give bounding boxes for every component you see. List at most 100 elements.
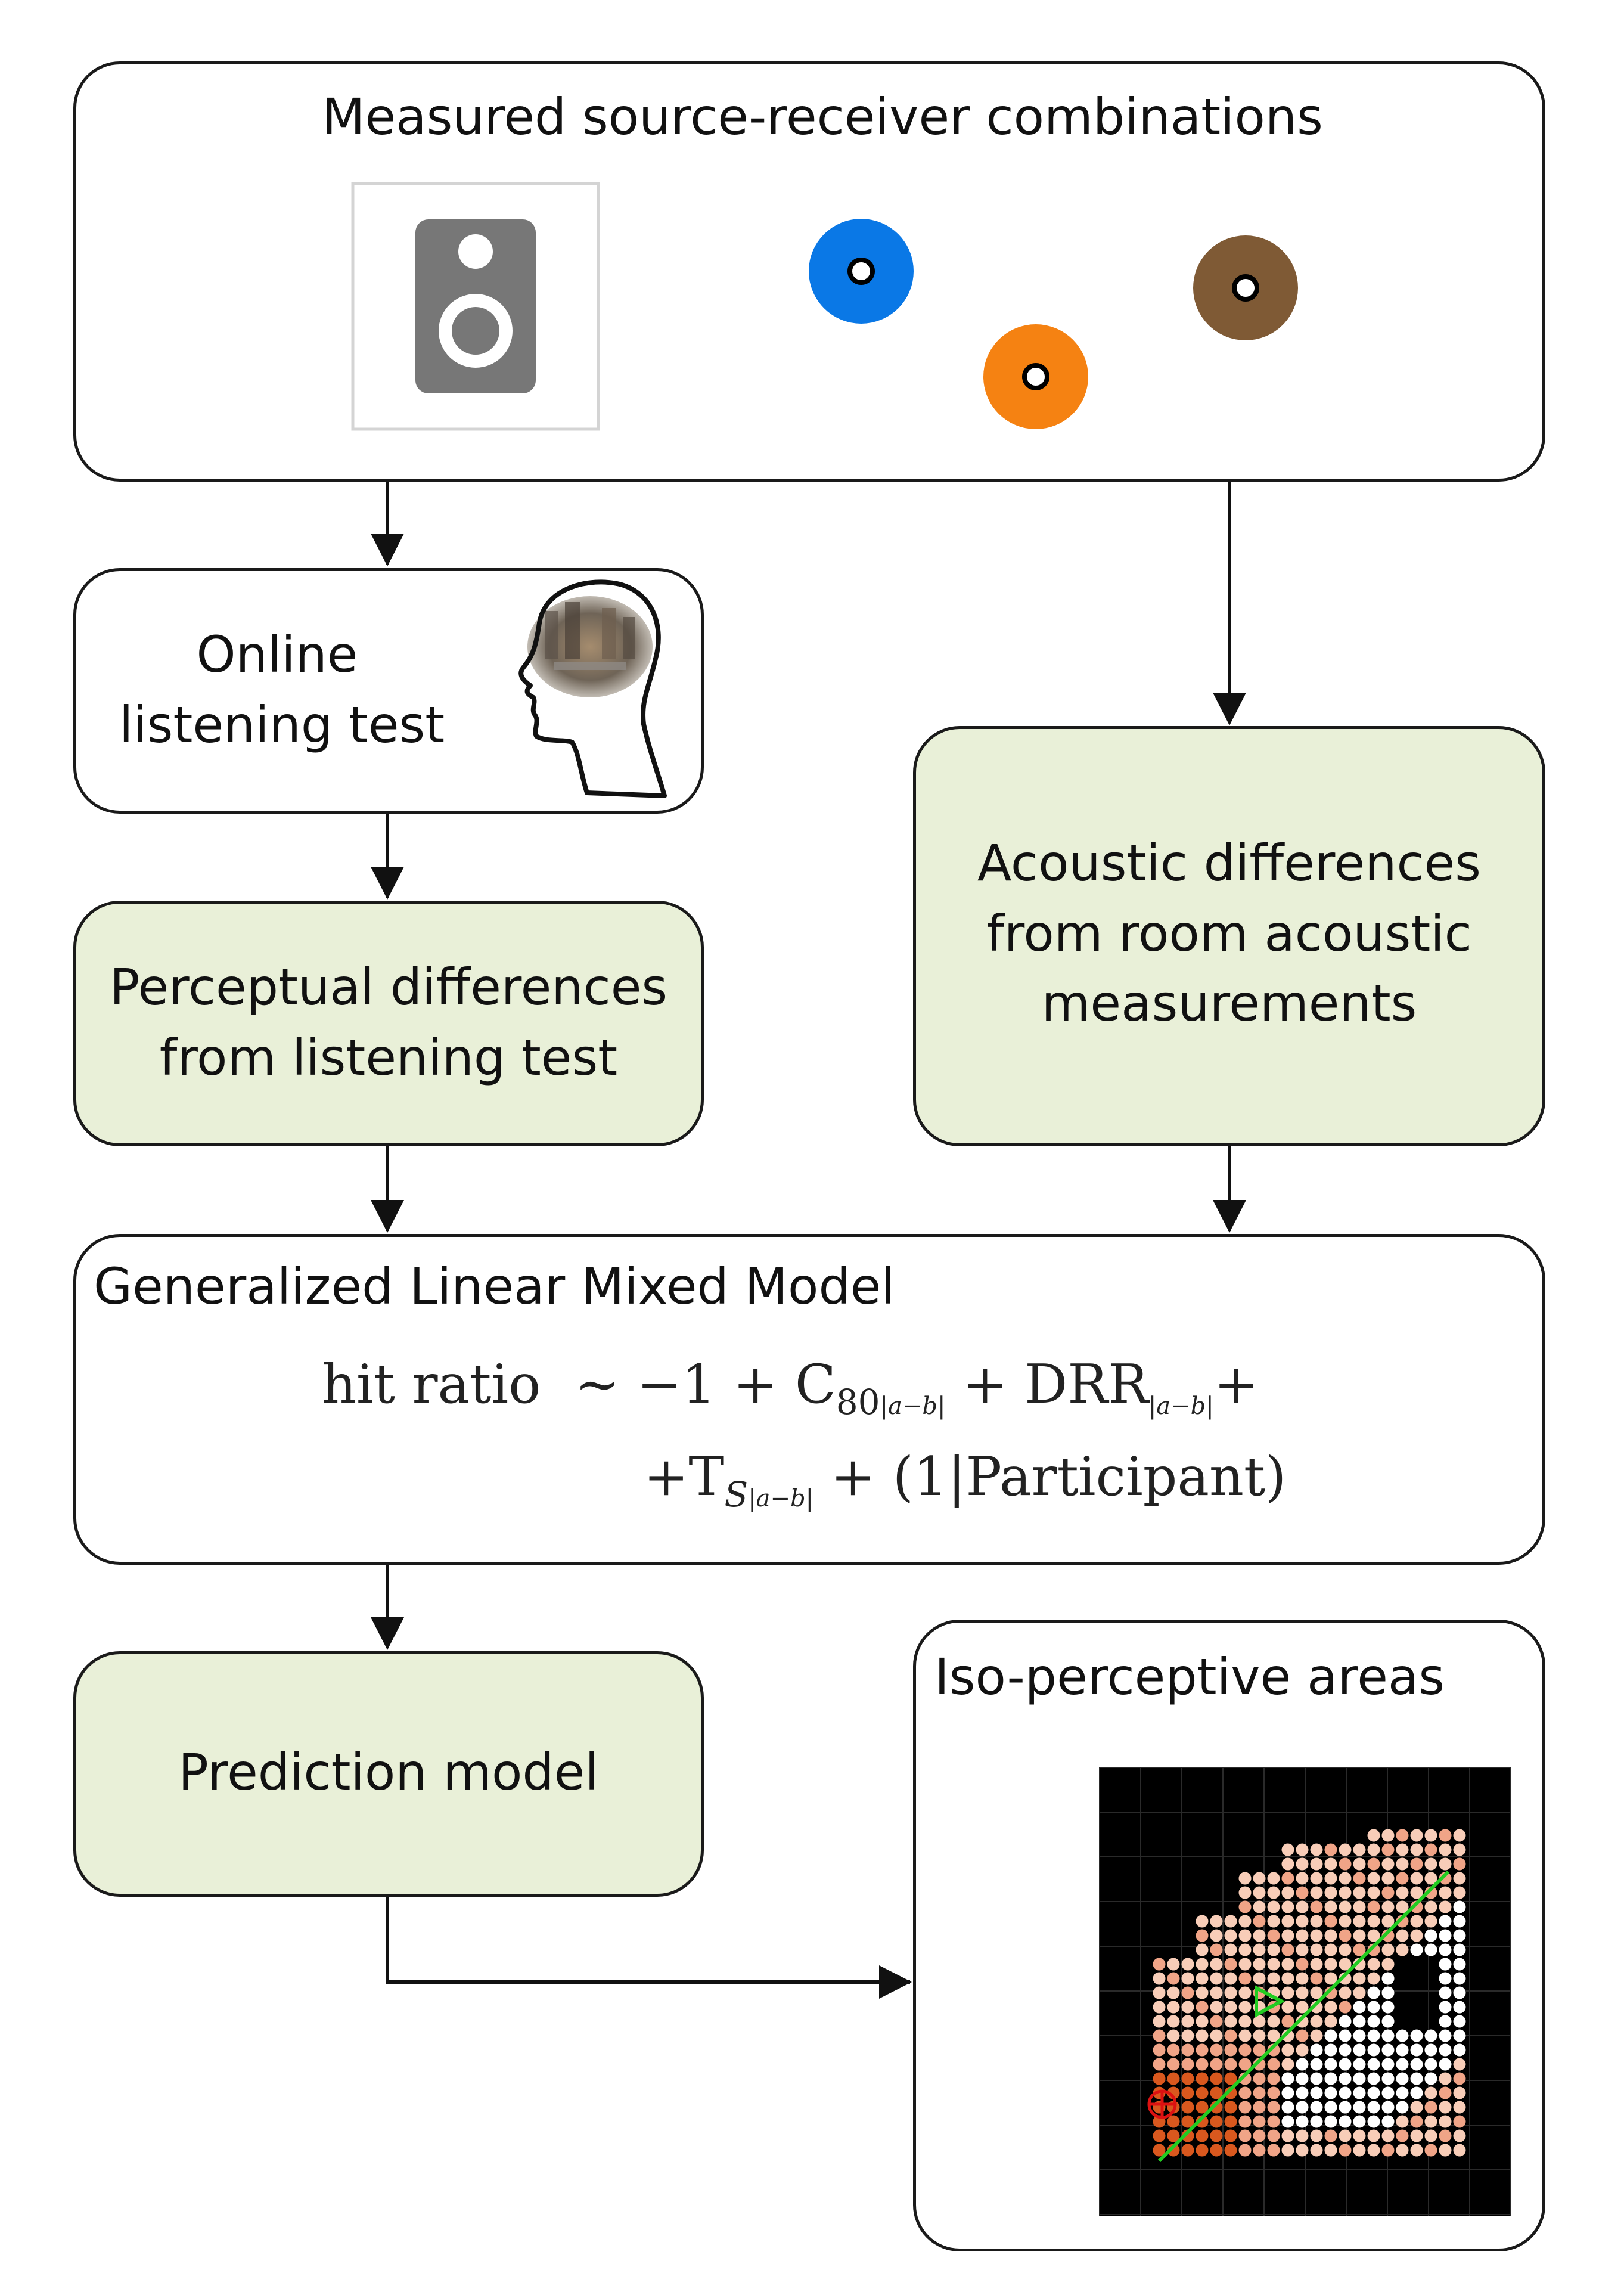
map-dot	[1310, 2043, 1323, 2057]
map-dot	[1381, 1829, 1395, 1842]
map-dot	[1439, 1915, 1452, 1928]
map-dot	[1253, 2043, 1266, 2057]
map-dot	[1424, 1943, 1437, 1956]
formula-plus3: +T	[644, 1446, 725, 1508]
map-dot	[1339, 1972, 1352, 1985]
map-dot	[1381, 2015, 1395, 2028]
map-dot	[1453, 1829, 1466, 1842]
formula-drr-sub: |a−b|	[1148, 1392, 1214, 1420]
map-dot	[1153, 2058, 1166, 2071]
map-dot	[1296, 2144, 1309, 2157]
map-dot	[1224, 2072, 1237, 2085]
map-dot	[1267, 2029, 1280, 2042]
map-dot	[1296, 1958, 1309, 1971]
map-dot	[1296, 2043, 1309, 2057]
map-dot	[1424, 2072, 1437, 2085]
online-title: Online listening test	[119, 620, 445, 760]
map-dot	[1281, 2043, 1294, 2057]
map-dot	[1310, 1872, 1323, 1885]
map-dot	[1353, 1943, 1366, 1956]
map-dot	[1424, 1915, 1437, 1928]
map-dot	[1224, 2001, 1237, 2014]
formula-plus2: +	[1213, 1353, 1259, 1416]
map-dot	[1367, 1958, 1380, 1971]
map-dot	[1453, 1986, 1466, 1999]
map-dot	[1181, 2072, 1194, 2085]
map-dot	[1324, 1972, 1337, 1985]
map-dot	[1310, 2086, 1323, 2099]
online-line1: Online	[196, 625, 358, 684]
map-dot	[1339, 1900, 1352, 1913]
map-dot	[1167, 2058, 1180, 2071]
map-dot	[1339, 2043, 1352, 2057]
map-dot	[1339, 1886, 1352, 1899]
map-dot	[1224, 2058, 1237, 2071]
map-dot	[1410, 2043, 1423, 2057]
map-dot	[1367, 1872, 1380, 1885]
map-dot	[1281, 1929, 1294, 1942]
map-dot	[1439, 2144, 1452, 2157]
map-dot	[1238, 2101, 1252, 2114]
map-dot	[1453, 2144, 1466, 2157]
map-dot	[1439, 2029, 1452, 2042]
map-dot	[1281, 1900, 1294, 1913]
map-dot	[1210, 2001, 1223, 2014]
map-dot	[1453, 2001, 1466, 2014]
map-dot	[1367, 1886, 1380, 1899]
arrowhead-prediction	[371, 1617, 404, 1650]
map-dot	[1324, 1900, 1337, 1913]
map-dot	[1324, 1915, 1337, 1928]
map-dot	[1381, 2101, 1395, 2114]
map-dot	[1196, 1943, 1209, 1956]
map-dot	[1181, 1972, 1194, 1985]
map-dot	[1296, 1872, 1309, 1885]
map-dot	[1424, 2029, 1437, 2042]
map-dot	[1210, 2029, 1223, 2042]
map-dot	[1396, 2129, 1409, 2142]
map-dot	[1253, 1900, 1266, 1913]
map-dot	[1439, 2101, 1452, 2114]
acoustic-line1: Acoustic differences	[977, 834, 1482, 892]
map-dot	[1396, 1900, 1409, 1913]
arrowhead-perceptual	[371, 867, 404, 900]
map-dot	[1153, 1972, 1166, 1985]
map-dot	[1410, 2086, 1423, 2099]
map-dot	[1339, 2001, 1352, 2014]
map-dot	[1253, 2072, 1266, 2085]
map-dot	[1267, 1872, 1280, 1885]
map-dot	[1310, 2058, 1323, 2071]
map-dot	[1181, 2029, 1194, 2042]
source-marker-icon	[1255, 1985, 1285, 2018]
map-dot	[1439, 2086, 1452, 2099]
map-dot	[1253, 2101, 1266, 2114]
map-dot	[1267, 2144, 1280, 2157]
perceptual-label: Perceptual differences from listening te…	[73, 953, 704, 1093]
map-dot	[1367, 1972, 1380, 1985]
map-dot	[1253, 1872, 1266, 1885]
map-dot	[1153, 1986, 1166, 1999]
map-dot	[1210, 2058, 1223, 2071]
map-dot	[1439, 1972, 1452, 1985]
map-dot	[1224, 2043, 1237, 2057]
map-dot	[1153, 1958, 1166, 1971]
map-dot	[1453, 1857, 1466, 1871]
map-dot	[1453, 2086, 1466, 2099]
map-dot	[1253, 1943, 1266, 1956]
arrow-prediction-to-iso	[386, 1897, 910, 1984]
map-dot	[1281, 1958, 1294, 1971]
map-dot	[1396, 1872, 1409, 1885]
map-dot	[1167, 2029, 1180, 2042]
map-dot	[1353, 2101, 1366, 2114]
formula-ts-sub: S	[724, 1474, 749, 1515]
map-dot	[1281, 2086, 1294, 2099]
map-dot	[1181, 2101, 1194, 2114]
map-dot	[1267, 2015, 1280, 2028]
map-dot	[1339, 2144, 1352, 2157]
map-dot	[1296, 1915, 1309, 1928]
map-dot	[1439, 1958, 1452, 1971]
map-dot	[1424, 2115, 1437, 2128]
map-dot	[1410, 1843, 1423, 1856]
map-dot	[1238, 1929, 1252, 1942]
map-dot	[1196, 2144, 1209, 2157]
map-dot	[1439, 1829, 1452, 1842]
